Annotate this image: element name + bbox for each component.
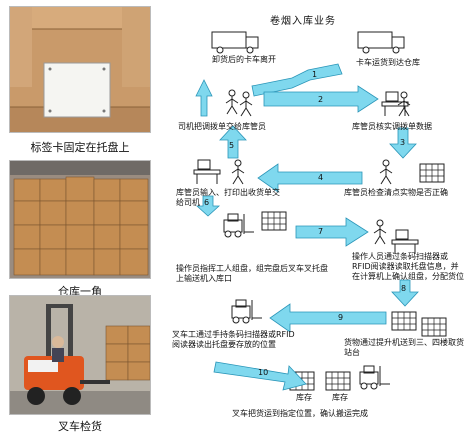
step-number-9: 9 bbox=[338, 313, 344, 322]
label-keeper-print: 库管员输入、打印出收货单交给司机 bbox=[176, 188, 280, 207]
arriving-truck-icon bbox=[357, 31, 405, 54]
arrow-step-3 bbox=[389, 127, 417, 159]
arrow-step-7 bbox=[295, 217, 369, 247]
driver-icon-2 bbox=[239, 91, 253, 117]
departing-truck-icon bbox=[211, 31, 259, 54]
print-desk-icon bbox=[193, 159, 221, 185]
step-number-3: 3 bbox=[400, 138, 406, 147]
step-number-1: 1 bbox=[312, 70, 318, 79]
label-unload-truck: 卸货后的卡车离开 bbox=[212, 55, 276, 64]
arrow-step-5 bbox=[219, 125, 247, 159]
warehouse-cartons-photo-graphic bbox=[10, 161, 150, 278]
inspector-icon bbox=[379, 159, 393, 185]
flow-arrows bbox=[195, 63, 419, 391]
label-scan-tag: 操作人员通过条码扫描器或RFID阅读器读取托盘信息，并在计算机上确认组盘，分配货… bbox=[352, 252, 464, 281]
step-number-4: 4 bbox=[318, 173, 324, 182]
arrow-step-4 bbox=[257, 163, 363, 193]
label-forklift-scan: 叉车工通过手持条码扫描器或RFID阅读器读出托盘要存放的位置 bbox=[172, 330, 295, 349]
diagram-title: 卷烟入库业务 bbox=[270, 16, 336, 27]
photo-warehouse bbox=[9, 160, 151, 279]
tag-on-pallet-photo-graphic bbox=[10, 7, 150, 132]
photo-tag-on-pallet bbox=[9, 6, 151, 133]
label-keeper-check: 库管员检查清点实物是否正确 bbox=[344, 188, 448, 197]
photo-caption-warehouse: 仓库一角 bbox=[58, 285, 102, 298]
forklift-photo-graphic bbox=[10, 296, 150, 414]
step-number-6: 6 bbox=[204, 198, 210, 207]
photo-caption-forklift: 叉车检货 bbox=[58, 420, 102, 433]
keeper-icon bbox=[397, 91, 411, 117]
label-forklift-confirm: 叉车把货运到指定位置，确认搬运完成 bbox=[232, 409, 368, 418]
arrow-step-1 bbox=[251, 63, 343, 97]
step-number-7: 7 bbox=[318, 227, 324, 236]
label-worker-group: 操作员指挥工人组盘，组完盘后叉车叉托盘上输送机入库口 bbox=[176, 264, 328, 283]
scanner-operator-icon bbox=[373, 219, 387, 245]
label-truck-arrive: 卡车运货到达仓库 bbox=[356, 58, 420, 67]
arrow-step-up bbox=[195, 79, 213, 117]
keeper-print-icon bbox=[231, 159, 245, 185]
label-keeper-verify: 库管员核实调拨单数据 bbox=[352, 122, 432, 131]
driver-icon bbox=[225, 89, 239, 115]
arrow-step-10 bbox=[213, 361, 307, 391]
label-conveyor-send: 货物通过提升机送到三、四楼取货站台 bbox=[344, 338, 464, 357]
step-number-2: 2 bbox=[318, 95, 324, 104]
pallet-icon bbox=[261, 211, 287, 231]
forklift-scan-icon bbox=[231, 299, 263, 324]
arrow-step-6 bbox=[195, 195, 221, 217]
label-stock-b: 库存 bbox=[332, 393, 348, 402]
photo-forklift bbox=[9, 295, 151, 415]
forklift-store-icon bbox=[359, 365, 391, 390]
step-number-8: 8 bbox=[401, 284, 407, 293]
goods-pile-icon bbox=[419, 163, 445, 183]
platform-rack-icon bbox=[421, 317, 447, 337]
arrow-step-2 bbox=[263, 85, 379, 113]
photo-caption-tag: 标签卡固定在托盘上 bbox=[30, 141, 130, 154]
step-number-10: 10 bbox=[258, 368, 269, 377]
arrow-step-8 bbox=[391, 279, 419, 307]
forklift-group-icon bbox=[223, 213, 255, 238]
arrow-step-9 bbox=[269, 303, 387, 333]
label-stock-a: 库存 bbox=[296, 393, 312, 402]
label-driver-handover: 司机把调拨单交给库管员 bbox=[178, 122, 266, 131]
computer-desk-icon bbox=[391, 229, 419, 255]
lift-conveyor-icon bbox=[391, 311, 417, 331]
step-number-5: 5 bbox=[229, 141, 235, 150]
stock-rack-b-icon bbox=[325, 371, 351, 391]
